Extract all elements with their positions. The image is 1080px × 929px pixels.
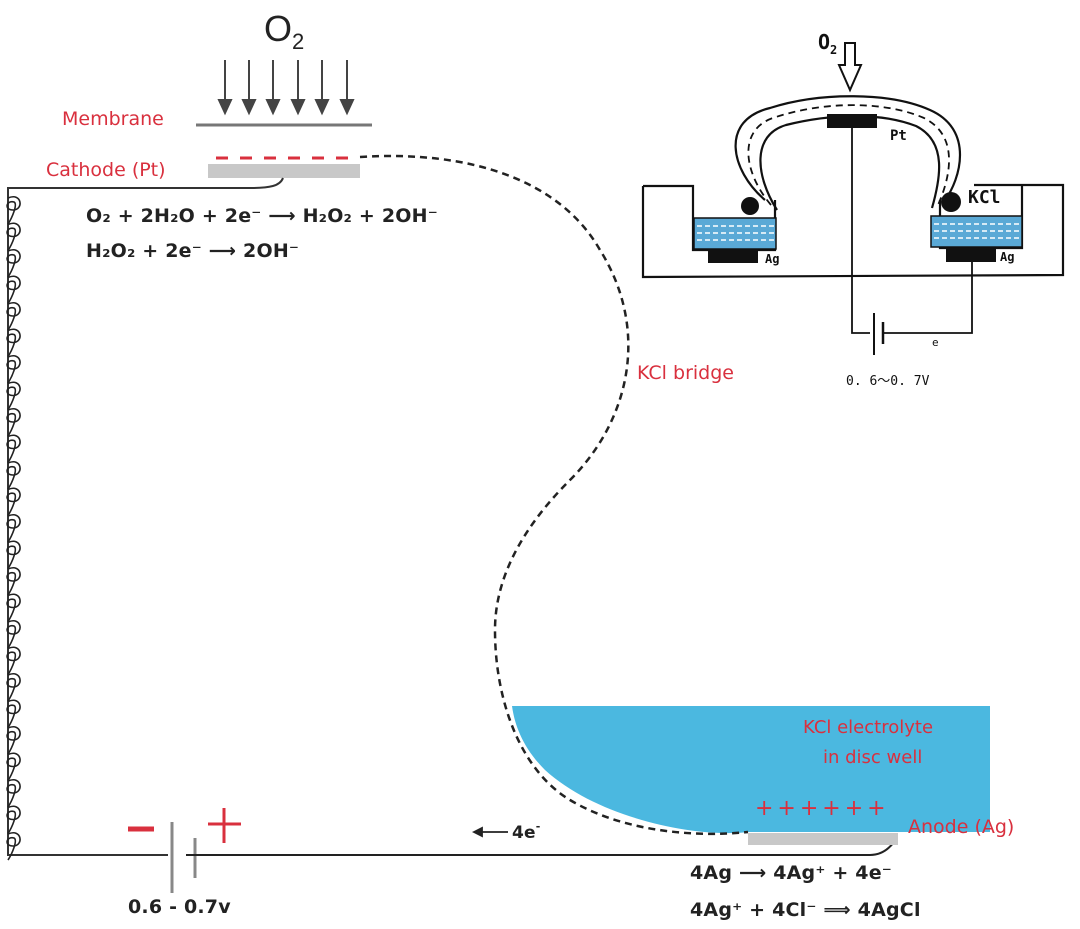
coil-loop <box>6 434 21 463</box>
cathode-equation-1: O₂ + 2H₂O + 2e⁻ ⟶ H₂O₂ + 2OH⁻ <box>86 205 438 227</box>
coil-loop <box>6 302 21 331</box>
inset-circuit-wire <box>851 128 973 334</box>
electrolyte-label-line2: in disc well <box>823 747 923 768</box>
oxygen-flow-arrows <box>217 60 355 116</box>
coil-loop <box>6 328 21 357</box>
cathode-wire <box>7 177 284 856</box>
coil-loop <box>6 514 21 543</box>
cathode-electrode <box>208 164 360 178</box>
oxygen-label: O2 <box>264 8 305 54</box>
coil-loop <box>6 752 21 781</box>
inset-ag-left-label: Ag <box>765 252 780 266</box>
positive-sign <box>208 808 241 843</box>
inset-dome-inner-dashed <box>747 104 950 206</box>
anode-label: Anode (Ag) <box>908 816 1015 838</box>
coil-loop <box>6 832 21 861</box>
inset-kcl-label: KCl <box>968 187 1001 208</box>
inset-oxygen-arrow <box>837 42 863 93</box>
coil-loop <box>6 249 21 278</box>
kcl-bridge-label: KCl bridge <box>637 362 734 384</box>
inset-sensor-diagram <box>641 42 1065 355</box>
coil-loop <box>6 461 21 490</box>
coil-loop <box>6 355 21 384</box>
electrolyte-label-line1: KCl electrolyte <box>803 717 934 738</box>
inset-o-ring-right <box>941 192 961 212</box>
coil-loop <box>6 540 21 569</box>
coil-loop <box>6 408 21 437</box>
coil-loop <box>6 779 21 808</box>
inset-electron-label: e <box>932 336 939 349</box>
wire-coil <box>6 196 21 861</box>
coil-loop <box>6 726 21 755</box>
voltage-label: 0.6 - 0.7v <box>128 896 231 918</box>
inset-oxygen-label: O2 <box>818 30 838 57</box>
coil-loop <box>6 673 21 702</box>
cathode-equation-2: H₂O₂ + 2e⁻ ⟶ 2OH⁻ <box>86 240 300 262</box>
coil-loop <box>6 620 21 649</box>
kcl-electrolyte-region <box>512 706 990 834</box>
inset-voltage-label: 0. 6～0. 7V <box>846 374 930 389</box>
inset-pt-label: Pt <box>890 128 907 144</box>
inset-ag-right-label: Ag <box>1000 250 1015 264</box>
coil-loop <box>6 381 21 410</box>
inset-ag-right <box>946 248 996 262</box>
electron-flow-arrow <box>471 826 508 838</box>
coil-loop <box>6 567 21 596</box>
coil-loop <box>6 646 21 675</box>
cathode-label: Cathode (Pt) <box>46 159 166 181</box>
anode-charge-marks: ++++++ <box>755 796 890 821</box>
coil-loop <box>6 275 21 304</box>
anode-equation-1: 4Ag ⟶ 4Ag⁺ + 4e⁻ <box>690 862 893 884</box>
coil-loop <box>6 196 21 225</box>
coil-loop <box>6 805 21 834</box>
inset-pt-electrode <box>827 114 877 128</box>
inset-dome-outer <box>734 95 962 201</box>
coil-loop <box>6 487 21 516</box>
electron-flow-label: 4e- <box>512 820 541 843</box>
kcl-bridge-curve <box>359 154 749 836</box>
coil-loop <box>6 593 21 622</box>
membrane-label: Membrane <box>62 108 164 130</box>
anode-equation-2: 4Ag⁺ + 4Cl⁻ ⟹ 4AgCl <box>690 899 921 921</box>
anode-electrode <box>748 833 898 845</box>
inset-ag-left <box>708 249 758 263</box>
inset-dome-inner <box>759 115 941 211</box>
inset-o-ring-left <box>741 197 759 215</box>
coil-loop <box>6 699 21 728</box>
coil-loop <box>6 222 21 251</box>
